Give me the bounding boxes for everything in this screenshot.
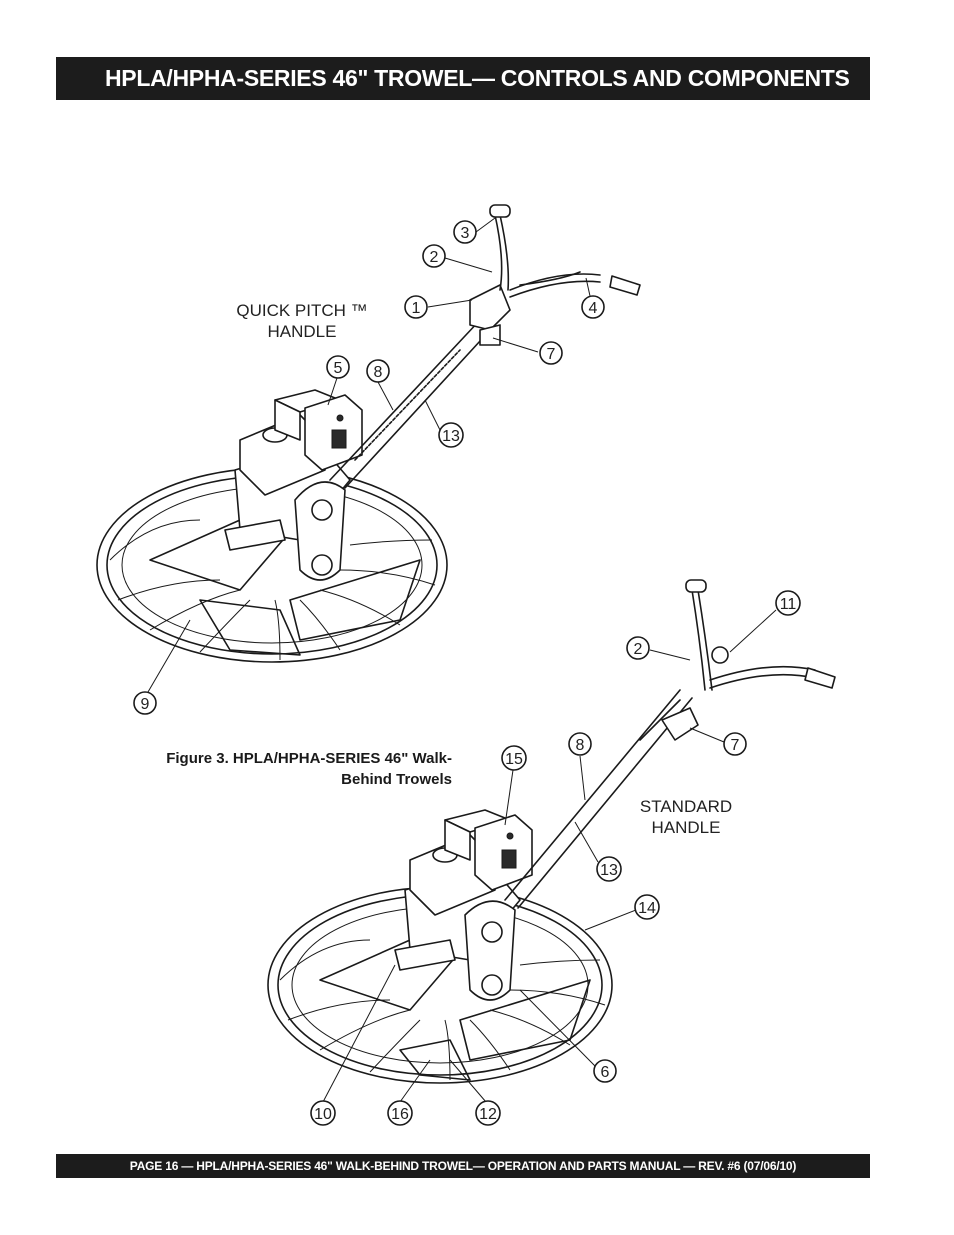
footer-text: PAGE 16 — HPLA/HPHA-SERIES 46" WALK-BEHI… (129, 1159, 797, 1173)
callout-10: 10 (310, 1100, 336, 1126)
callout-13: 13 (438, 422, 464, 448)
callout-8: 8 (568, 732, 592, 756)
header-bar: HPLA/HPHA-SERIES 46" TROWEL— CONTROLS AN… (56, 57, 870, 100)
svg-text:10: 10 (314, 1106, 332, 1123)
svg-text:7: 7 (547, 346, 556, 363)
svg-text:3: 3 (461, 225, 470, 242)
page-title: HPLA/HPHA-SERIES 46" TROWEL— CONTROLS AN… (105, 65, 850, 91)
svg-text:12: 12 (479, 1106, 497, 1123)
svg-text:4: 4 (589, 300, 598, 317)
standard-handle-label-line1: STANDARD (640, 797, 732, 816)
callout-16: 16 (387, 1100, 413, 1126)
callout-3: 3 (453, 220, 477, 244)
svg-text:7: 7 (731, 737, 740, 754)
svg-text:2: 2 (634, 641, 643, 658)
callout-15: 15 (501, 745, 527, 771)
callout-14: 14 (634, 894, 660, 920)
svg-text:9: 9 (141, 696, 150, 713)
callout-9: 9 (133, 691, 157, 715)
svg-text:15: 15 (505, 751, 523, 768)
callout-13: 13 (596, 856, 622, 882)
svg-text:13: 13 (600, 862, 618, 879)
callout-1: 1 (404, 295, 428, 319)
callout-5: 5 (326, 355, 350, 379)
footer-bar: PAGE 16 — HPLA/HPHA-SERIES 46" WALK-BEHI… (56, 1154, 870, 1178)
standard-handle-label-line2: HANDLE (652, 818, 721, 837)
callout-8: 8 (366, 359, 390, 383)
svg-text:5: 5 (334, 360, 343, 377)
quick-pitch-label-line1: QUICK PITCH ™ (236, 301, 367, 320)
svg-text:1: 1 (412, 300, 421, 317)
svg-text:16: 16 (391, 1106, 409, 1123)
callout-leaders (147, 217, 777, 1103)
upper-trowel-drawing (96, 204, 641, 663)
svg-text:14: 14 (638, 900, 656, 917)
callout-11: 11 (775, 590, 801, 616)
svg-text:8: 8 (374, 364, 383, 381)
figure-caption-line2: Behind Trowels (341, 771, 452, 788)
callout-7: 7 (539, 341, 563, 365)
svg-text:13: 13 (442, 428, 460, 445)
lower-callouts: 2 6 7 8 10 11 12 13 14 15 16 (310, 590, 801, 1126)
callout-2: 2 (626, 636, 650, 660)
figure-caption: Figure 3. HPLA/HPHA-SERIES 46" Walk- Beh… (100, 748, 452, 790)
svg-text:11: 11 (780, 596, 797, 613)
callout-12: 12 (475, 1100, 501, 1126)
svg-text:8: 8 (576, 737, 585, 754)
figure-caption-line1: Figure 3. HPLA/HPHA-SERIES 46" Walk- (166, 750, 452, 767)
svg-text:6: 6 (601, 1064, 610, 1081)
lower-trowel-drawing (267, 579, 836, 1084)
callout-2: 2 (422, 244, 446, 268)
quick-pitch-label-line2: HANDLE (268, 322, 337, 341)
upper-callouts: 1 2 3 4 5 7 8 9 13 (133, 220, 605, 715)
callout-6: 6 (593, 1059, 617, 1083)
svg-text:2: 2 (430, 249, 439, 266)
callout-4: 4 (581, 295, 605, 319)
callout-7: 7 (723, 732, 747, 756)
